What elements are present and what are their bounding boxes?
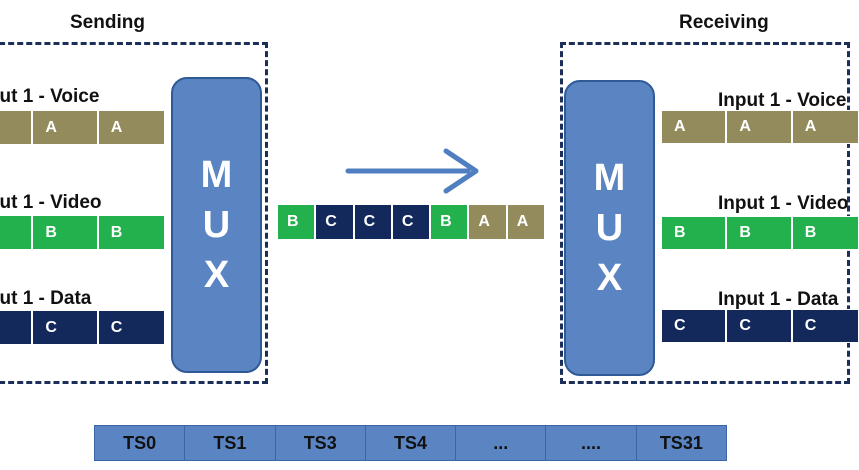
timeslot-cell: TS1 [185, 426, 276, 460]
sending-video-label: Input 1 - Video [0, 192, 102, 213]
stream-cell: B [278, 205, 317, 239]
voice-cell: A [727, 111, 793, 143]
data-cell: C [792, 310, 858, 342]
timeslot-cell: .... [546, 426, 637, 460]
mux-letter: M [593, 157, 626, 199]
data-cell: C [33, 311, 99, 344]
stream-cell: C [316, 205, 355, 239]
transmission-arrow-icon [345, 148, 479, 194]
mux-letter: U [595, 207, 624, 249]
receiving-video-strip: B B B [661, 216, 859, 250]
stream-cell: C [392, 205, 432, 239]
sending-data-strip: C C C [0, 310, 165, 345]
mux-block-receiving: M U X [564, 80, 655, 376]
video-cell: B [792, 217, 858, 249]
stream-cell: A [507, 205, 544, 239]
receiving-data-strip: C C C [661, 309, 859, 343]
stream-cell: B [431, 205, 470, 239]
video-cell: B [33, 216, 99, 249]
receiving-video-label: Input 1 - Video [718, 193, 849, 214]
sending-voice-strip: A A A [0, 110, 165, 145]
receiving-voice-strip: A A A [661, 110, 859, 144]
receiving-box [560, 42, 850, 384]
data-cell: C [727, 310, 793, 342]
timeslot-cell: TS31 [659, 432, 703, 453]
data-cell: C [662, 310, 728, 342]
voice-cell: A [0, 111, 34, 144]
mux-letter: U [202, 204, 231, 246]
receiving-title: Receiving [679, 12, 769, 33]
timeslot-cell: TS0 [95, 426, 186, 460]
voice-cell: A [98, 111, 164, 144]
receiving-voice-label: Input 1 - Voice [718, 90, 847, 111]
voice-cell: A [662, 111, 728, 143]
timeslot-cell: ... [456, 426, 547, 460]
timeslot-cell: TS3 [276, 426, 366, 460]
data-cell: C [0, 311, 34, 344]
stream-cell: A [469, 205, 508, 239]
mux-letter: M [200, 154, 233, 196]
voice-cell: A [33, 111, 99, 144]
sending-voice-label: Input 1 - Voice [0, 86, 100, 107]
voice-cell: A [792, 111, 858, 143]
video-cell: B [0, 216, 34, 249]
video-cell: B [727, 217, 793, 249]
receiving-data-label: Input 1 - Data [718, 289, 839, 310]
mux-letter: X [596, 257, 623, 299]
video-cell: B [662, 217, 728, 249]
mux-block-sending: M U X [171, 77, 262, 373]
mux-letter: X [203, 254, 230, 296]
timeslot-cell: TS4 [366, 426, 457, 460]
timeslot-bar: TS0 TS1 TS3 TS4 ... .... TS31 [94, 425, 727, 461]
sending-video-strip: B B B [0, 215, 165, 250]
data-cell: C [98, 311, 164, 344]
sending-box [0, 42, 268, 384]
sending-data-label: Input 1 - Data [0, 288, 92, 309]
video-cell: B [98, 216, 164, 249]
stream-cell: C [354, 205, 393, 239]
multiplexed-stream: B C C C B A A [277, 204, 545, 240]
sending-title: Sending [70, 12, 145, 33]
